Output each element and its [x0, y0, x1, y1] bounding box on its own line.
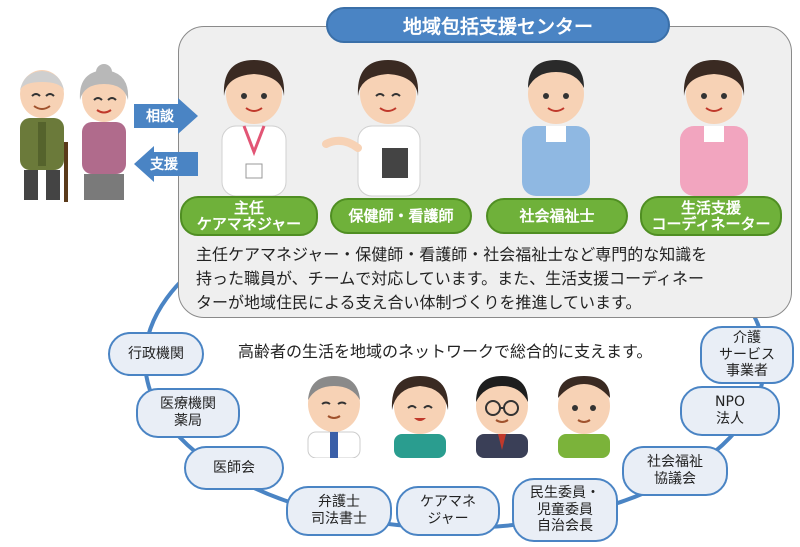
role-life-support-coordinator: 生活支援 コーディネーター: [640, 196, 782, 236]
node-npo-line1: NPO: [715, 394, 745, 411]
node-welfare-commissioner-line3: 自治会長: [537, 518, 593, 535]
description-line-1: 主任ケアマネジャー・保健師・看護師・社会福祉士など専門的な知識を: [196, 245, 708, 264]
network-caption: 高齢者の生活を地域のネットワークで総合的に支えます。: [238, 342, 653, 361]
node-npo: NPO 法人: [680, 386, 780, 436]
description-line-2: 持った職員が、チームで対応しています。また、生活支援コーディネー: [196, 269, 705, 288]
node-welfare-commissioner-line1: 民生委員・: [530, 484, 600, 501]
social-worker-illustration: [522, 60, 590, 196]
role-care-manager: 主任 ケアマネジャー: [180, 196, 318, 236]
node-social-welfare-council-line2: 協議会: [654, 471, 696, 487]
role-public-health-nurse: 保健師・看護師: [330, 198, 472, 234]
node-care-manager-line1: ケアマネ: [420, 494, 476, 511]
role-care-manager-line2: ケアマネジャー: [196, 215, 302, 233]
node-medical-institution-line1: 医療機関: [160, 396, 216, 413]
consult-arrow: [134, 98, 198, 134]
node-lawyer-line2: 司法書士: [311, 511, 367, 527]
node-care-service-provider-line1: 介護: [733, 329, 761, 346]
care-manager-illustration: [221, 60, 287, 197]
node-medical-institution: 医療機関 薬局: [136, 388, 240, 438]
node-social-welfare-council: 社会福祉 協議会: [622, 446, 728, 496]
node-administrative-agency: 行政機関: [108, 332, 204, 376]
description-line-3: ターが地域住民による支え合い体制づくりを推進しています。: [196, 293, 642, 312]
role-public-health-nurse-label: 保健師・看護師: [348, 206, 454, 225]
role-social-worker-label: 社会福祉士: [519, 206, 595, 225]
man-resident-illustration: [558, 376, 610, 458]
center-description: 主任ケアマネジャー・保健師・看護師・社会福祉士など専門的な知識を 持った職員が、…: [196, 243, 786, 315]
node-care-service-provider-line3: 事業者: [726, 363, 768, 380]
node-care-manager-line2: ジャー: [427, 511, 469, 527]
node-care-service-provider-line2: サービス: [719, 346, 775, 363]
elderly-couple-illustration: [20, 64, 129, 202]
node-administrative-agency-label: 行政機関: [128, 345, 184, 362]
woman-resident-illustration: [391, 376, 449, 458]
node-medical-association-label: 医師会: [213, 459, 255, 476]
role-care-manager-line1: 主任: [233, 198, 264, 217]
support-label: 支援: [150, 157, 178, 173]
node-welfare-commissioner-line2: 児童委員: [537, 501, 593, 518]
node-care-manager: ケアマネ ジャー: [396, 486, 500, 536]
node-care-service-provider: 介護 サービス 事業者: [700, 326, 794, 384]
life-support-coordinator-illustration: [680, 60, 748, 196]
role-life-support-coordinator-line2: コーディネーター: [651, 215, 771, 233]
doctor-illustration: [307, 376, 361, 458]
node-lawyer-line1: 弁護士: [318, 494, 360, 511]
consult-label: 相談: [146, 109, 174, 125]
nurse-illustration: [322, 60, 421, 197]
node-medical-institution-line2: 薬局: [174, 413, 202, 429]
page-title: 地域包括支援センター: [326, 7, 670, 43]
node-social-welfare-council-line1: 社会福祉: [647, 454, 703, 471]
node-lawyer: 弁護士 司法書士: [286, 486, 392, 536]
node-npo-line2: 法人: [716, 411, 744, 427]
role-life-support-coordinator-line1: 生活支援: [680, 198, 741, 217]
role-social-worker: 社会福祉士: [486, 198, 628, 234]
node-welfare-commissioner: 民生委員・ 児童委員 自治会長: [512, 478, 618, 542]
lawyer-illustration: [476, 376, 528, 458]
support-arrow: [134, 146, 198, 182]
node-medical-association: 医師会: [184, 446, 284, 490]
